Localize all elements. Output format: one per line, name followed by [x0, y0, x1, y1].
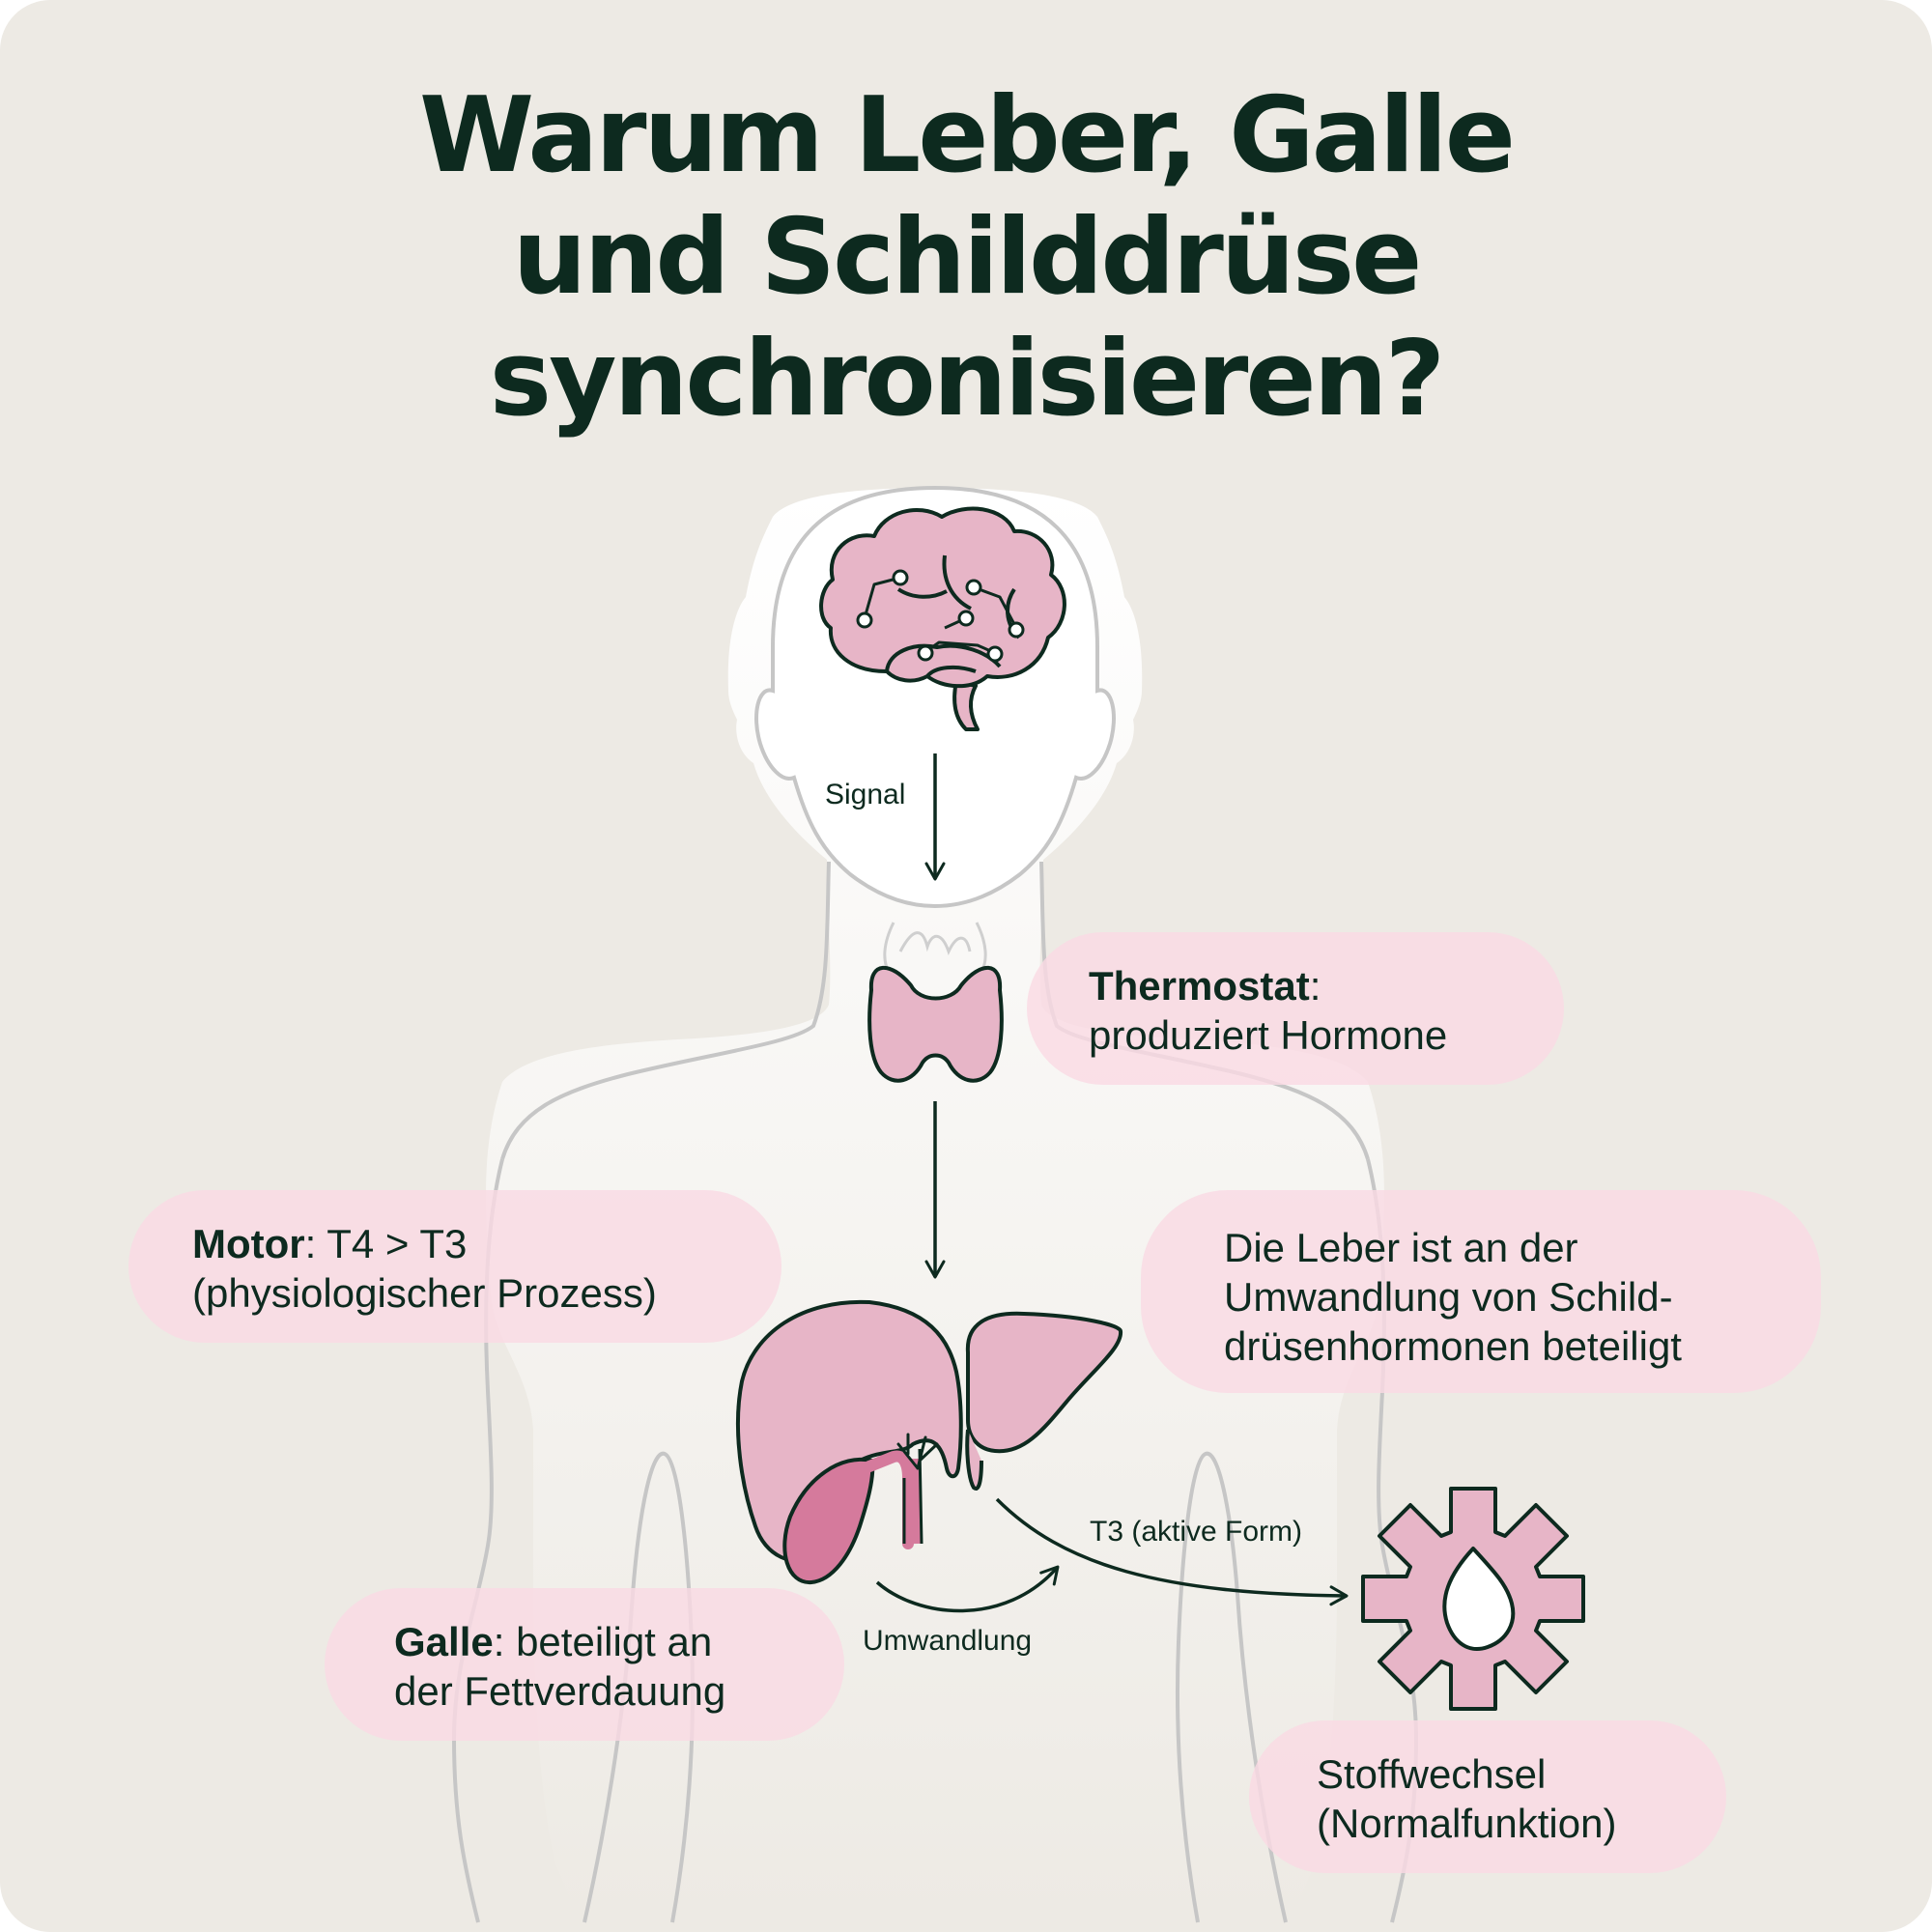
title-line-3: synchronisieren?: [489, 319, 1445, 440]
t3-active-label: T3 (aktive Form): [1090, 1516, 1303, 1548]
callout-motor-term: Motor: [192, 1221, 305, 1266]
callout-galle-term: Galle: [394, 1619, 494, 1664]
torso-line-right: [1175, 1451, 1288, 1923]
thyroid-icon: [867, 965, 1004, 1083]
callout-galle-sep: :: [493, 1619, 505, 1664]
signal-label: Signal: [825, 779, 906, 810]
callout-thermostat-text: produziert Hormone: [1089, 1012, 1448, 1058]
callout-leber: Die Leber ist an der Umwandlung von Schi…: [1141, 1190, 1821, 1393]
callout-thermostat-sep: :: [1309, 963, 1321, 1009]
callout-motor-sep: :: [304, 1221, 317, 1266]
callout-motor-text-1: T4 > T3: [316, 1221, 468, 1266]
t3-arrow: [995, 1497, 1349, 1606]
page-title: Warum Leber, Galle und Schilddrüse synch…: [0, 75, 1932, 440]
title-line-2: und Schilddrüse: [512, 197, 1423, 318]
callout-leber-line-3: drüsenhormonen beteiligt: [1224, 1323, 1682, 1369]
gear-flame-icon: [1361, 1487, 1585, 1711]
liver-icon: [735, 1299, 1123, 1585]
callout-motor: Motor: T4 > T3 (physiologischer Prozess): [128, 1190, 781, 1343]
callout-thermostat: Thermostat: produziert Hormone: [1027, 932, 1564, 1085]
brain-icon: [819, 506, 1066, 731]
callout-stoffwechsel-line-2: (Normalfunktion): [1317, 1801, 1617, 1846]
callout-galle-text-1: beteiligt an: [504, 1619, 713, 1664]
callout-stoffwechsel: Stoffwechsel (Normalfunktion): [1249, 1720, 1726, 1873]
callout-leber-line-2: Umwandlung von Schild-: [1224, 1274, 1673, 1320]
shoulder-line-left: [500, 861, 831, 1160]
callout-galle-text-2: der Fettverdauung: [394, 1668, 726, 1714]
umwandlung-label: Umwandlung: [863, 1625, 1033, 1657]
title-line-1: Warum Leber, Galle: [419, 75, 1516, 196]
callout-motor-text-2: (physiologischer Prozess): [192, 1270, 657, 1316]
callout-thermostat-term: Thermostat: [1089, 963, 1310, 1009]
callout-galle: Galle: beteiligt an der Fettverdauung: [325, 1588, 844, 1741]
callout-stoffwechsel-line-1: Stoffwechsel: [1317, 1751, 1547, 1797]
umwandlung-arrow: [875, 1565, 1060, 1613]
callout-leber-line-1: Die Leber ist an der: [1224, 1225, 1578, 1270]
